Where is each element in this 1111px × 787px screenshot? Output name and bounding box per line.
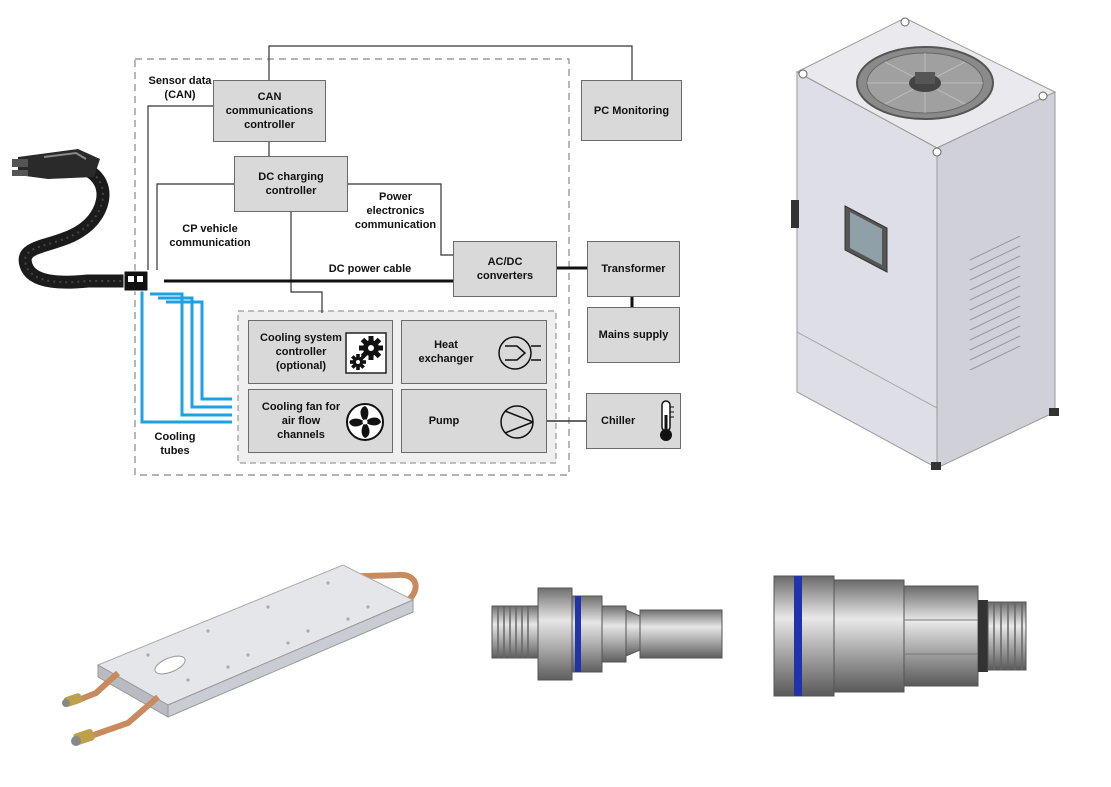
transformer-box: Transformer bbox=[587, 241, 680, 297]
transformer-label: Transformer bbox=[601, 263, 666, 275]
mains-supply-label: Mains supply bbox=[598, 329, 669, 341]
fan-icon bbox=[346, 403, 384, 441]
mains-supply-box: Mains supply bbox=[587, 307, 680, 363]
gears-icon bbox=[345, 332, 387, 374]
cold-plate-illustration bbox=[62, 564, 419, 746]
thermometer-icon bbox=[660, 400, 674, 441]
dc-charging-controller-label: DC charging controller bbox=[258, 171, 324, 197]
can-controller-box: CAN communications controller bbox=[213, 80, 326, 142]
dc-power-cable-label: DC power cable bbox=[328, 263, 412, 275]
pump-label: Pump bbox=[428, 415, 460, 427]
coupling-socket-illustration bbox=[773, 575, 1027, 697]
sensor-data-label: Sensor data (CAN) bbox=[148, 75, 212, 101]
chiller-label: Chiller bbox=[601, 415, 636, 427]
heat-exchanger-icon bbox=[498, 336, 541, 370]
heat-exchanger-box: Heat exchanger bbox=[401, 320, 547, 384]
can-controller-label: CAN communications controller bbox=[225, 91, 314, 131]
cooling-tubes-label: Cooling tubes bbox=[154, 431, 196, 457]
heat-exchanger-label: Heat exchanger bbox=[418, 339, 474, 365]
pc-monitoring-label: PC Monitoring bbox=[593, 104, 670, 117]
cooling-fan-label: Cooling fan for air flow channels bbox=[261, 401, 341, 441]
coupling-plug-illustration bbox=[491, 587, 723, 681]
pc-monitoring-box: PC Monitoring bbox=[581, 80, 682, 141]
acdc-converters-box: AC/DC converters bbox=[453, 241, 557, 297]
cp-vehicle-label: CP vehicle communication bbox=[169, 223, 251, 249]
power-electronics-label: Power electronics communication bbox=[354, 191, 437, 231]
cooling-system-controller-label: Cooling system controller (optional) bbox=[260, 332, 342, 372]
chiller-cabinet-illustration bbox=[791, 17, 1059, 470]
acdc-converters-label: AC/DC converters bbox=[476, 256, 534, 282]
pump-box: Pump bbox=[401, 389, 547, 453]
pump-icon bbox=[500, 405, 534, 439]
charging-connector-icon bbox=[12, 149, 149, 292]
dc-charging-controller-box: DC charging controller bbox=[234, 156, 348, 212]
cooling-tubes-lines bbox=[140, 290, 232, 424]
